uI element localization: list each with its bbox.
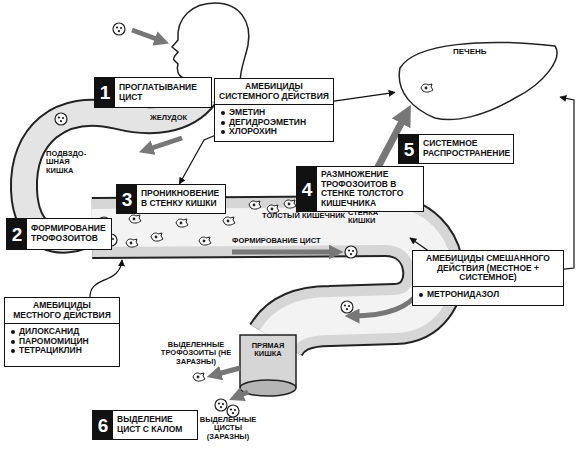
- liver-shape: [399, 42, 557, 119]
- callout-number: 5: [399, 135, 419, 163]
- colon-tube: [92, 226, 433, 340]
- drug-name: ДИЛОКСАНИД: [11, 327, 113, 337]
- process-step: 5СИСТЕМНОЕ РАСПРОСТРАНЕНИЕ: [398, 134, 514, 164]
- drug-list: ЭМЕТИНДЕГИДРОЭМЕТИНХЛОРОХИН: [215, 105, 333, 141]
- callout-number: 6: [93, 411, 113, 439]
- process-step: 2ФОРМИРОВАНИЕ ТРОФОЗОИТОВ: [6, 218, 112, 250]
- connector-arrow: [560, 97, 574, 269]
- anatomy-label: ПРЯМАЯ КИШКА: [243, 342, 293, 359]
- trophozoites: [126, 200, 296, 381]
- anatomy-label: ЖЕЛУДОК: [150, 114, 200, 122]
- connector-arrow: [334, 92, 395, 101]
- step-text: ПРОНИКНОВЕНИЕ В СТЕНКУ КИШКИ: [137, 185, 225, 213]
- drug-group-heading: АМЕБИЦИДЫ МЕСТНОГО ДЕЙСТВИЯ: [5, 298, 119, 324]
- connector-arrow: [179, 136, 214, 184]
- anatomy-label: ПОДВЗДО-ШНАЯ КИШКА: [46, 150, 90, 175]
- step-text: ВЫДЕЛЕНИЕ ЦИСТ С КАЛОМ: [113, 411, 197, 439]
- liver-organ: ПЕЧЕНЬ: [395, 38, 560, 123]
- drug-name: ЭМЕТИН: [221, 108, 327, 118]
- drug-name: ДЕГИДРОЭМЕТИН: [221, 118, 327, 128]
- callout-number: 4: [297, 167, 317, 211]
- anatomy-label: ТОЛСТЫЙ КИШЕЧНИК: [262, 212, 362, 220]
- step-text: СИСТЕМНОЕ РАСПРОСТРАНЕНИЕ: [419, 135, 514, 163]
- step-text: РАЗМНОЖЕНИЕ ТРОФОЗОИТОВ В СТЕНКЕ ТОЛСТОГ…: [317, 167, 423, 211]
- process-step: 6ВЫДЕЛЕНИЕ ЦИСТ С КАЛОМ: [92, 410, 198, 440]
- step-text: ПРОГЛАТЫВАНИЕ ЦИСТ: [115, 78, 211, 107]
- drug-list: МЕТРОНИДАЗОЛ: [413, 287, 563, 304]
- process-step: 3ПРОНИКНОВЕНИЕ В СТЕНКУ КИШКИ: [116, 184, 226, 214]
- callout-number: 3: [117, 185, 137, 213]
- drug-name: ХЛОРОХИН: [221, 127, 327, 137]
- drug-group-box: АМЕБИЦИДЫ МЕСТНОГО ДЕЙСТВИЯДИЛОКСАНИДПАР…: [4, 297, 120, 367]
- callout-number: 1: [95, 78, 115, 107]
- callout-number: 2: [7, 219, 27, 249]
- anatomy-label: ВЫДЕЛЕННЫЕ ТРОФОЗОИТЫ (НЕ ЗАРАЗНЫ): [156, 341, 236, 366]
- drug-group-box: АМЕБИЦИДЫ СМЕШАННОГО ДЕЙСТВИЯ (МЕСТНОЕ +…: [412, 250, 564, 306]
- anatomy-label: ВЫДЕЛЕННЫЕ ЦИСТЫ (ЗАРАЗНЫ): [196, 416, 260, 441]
- process-step: 1ПРОГЛАТЫВАНИЕ ЦИСТ: [94, 77, 212, 108]
- drug-group-box: АМЕБИЦИДЫ СИСТЕМНОГО ДЕЙСТВИЯЭМЕТИНДЕГИД…: [214, 78, 334, 142]
- drug-name: ТЕТРАЦИКЛИН: [11, 346, 113, 356]
- drug-list: ДИЛОКСАНИДПАРОМОМИЦИНТЕТРАЦИКЛИН: [5, 324, 119, 360]
- drug-name: МЕТРОНИДАЗОЛ: [419, 290, 557, 300]
- drug-action-arrows: [90, 238, 430, 297]
- step-text: ФОРМИРОВАНИЕ ТРОФОЗОИТОВ: [27, 219, 111, 249]
- drug-group-heading: АМЕБИЦИДЫ СИСТЕМНОГО ДЕЙСТВИЯ: [215, 79, 333, 105]
- anatomy-label: ФОРМИРОВАНИЕ ЦИСТ: [232, 237, 342, 245]
- drug-group-heading: АМЕБИЦИДЫ СМЕШАННОГО ДЕЙСТВИЯ (МЕСТНОЕ +…: [413, 251, 563, 287]
- organ-label: ПЕЧЕНЬ: [453, 48, 487, 57]
- process-step: 4РАЗМНОЖЕНИЕ ТРОФОЗОИТОВ В СТЕНКЕ ТОЛСТО…: [296, 166, 424, 212]
- drug-name: ПАРОМОМИЦИН: [11, 337, 113, 347]
- rectum: [240, 335, 296, 396]
